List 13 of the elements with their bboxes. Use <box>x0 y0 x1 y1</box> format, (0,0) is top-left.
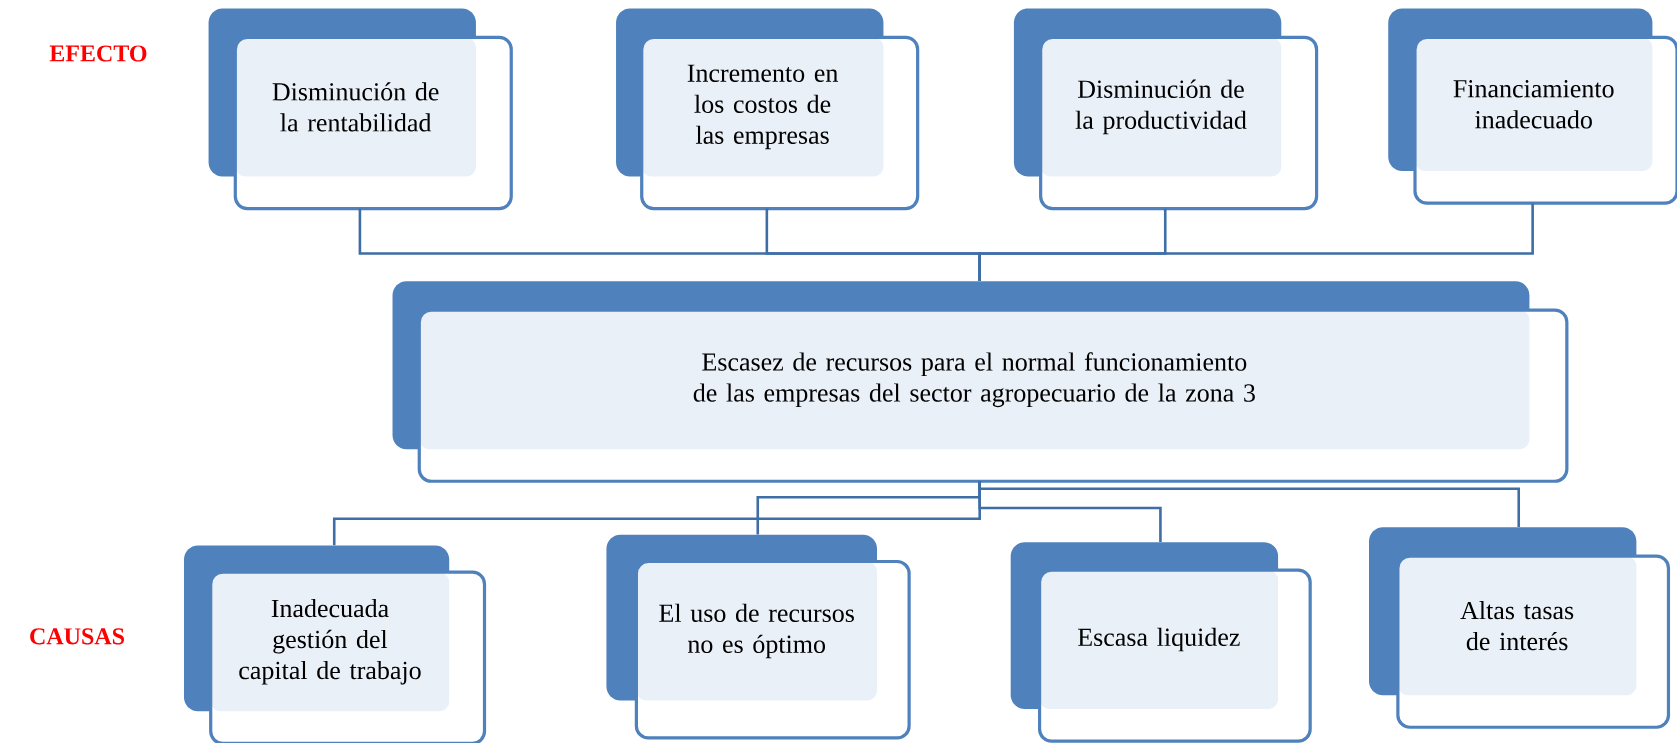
cause-box: Escasa liquidez <box>1010 542 1312 743</box>
cause-box: El uso de recursos no es óptimo <box>606 534 911 740</box>
side-label: EFECTO <box>49 45 147 62</box>
connector-line <box>978 203 1534 282</box>
effect-box: Financiamiento inadecuado <box>1388 8 1677 205</box>
effect-box: Disminución de la productividad <box>1013 8 1319 211</box>
effect-box: Incremento en los costos de las empresas <box>616 8 920 211</box>
cause-box: Altas tasas de interés <box>1369 527 1671 729</box>
cause-box: Inadecuada gestión del capital de trabajo <box>183 545 487 743</box>
connector-line <box>978 481 1520 528</box>
side-label: CAUSAS <box>30 628 124 645</box>
effect-box: Disminución de la rentabilidad <box>208 8 513 211</box>
problem-box: Escasez de recursos para el normal funcionamiento de las empresas del sector agropecuario de la zona 3 <box>392 281 1569 483</box>
